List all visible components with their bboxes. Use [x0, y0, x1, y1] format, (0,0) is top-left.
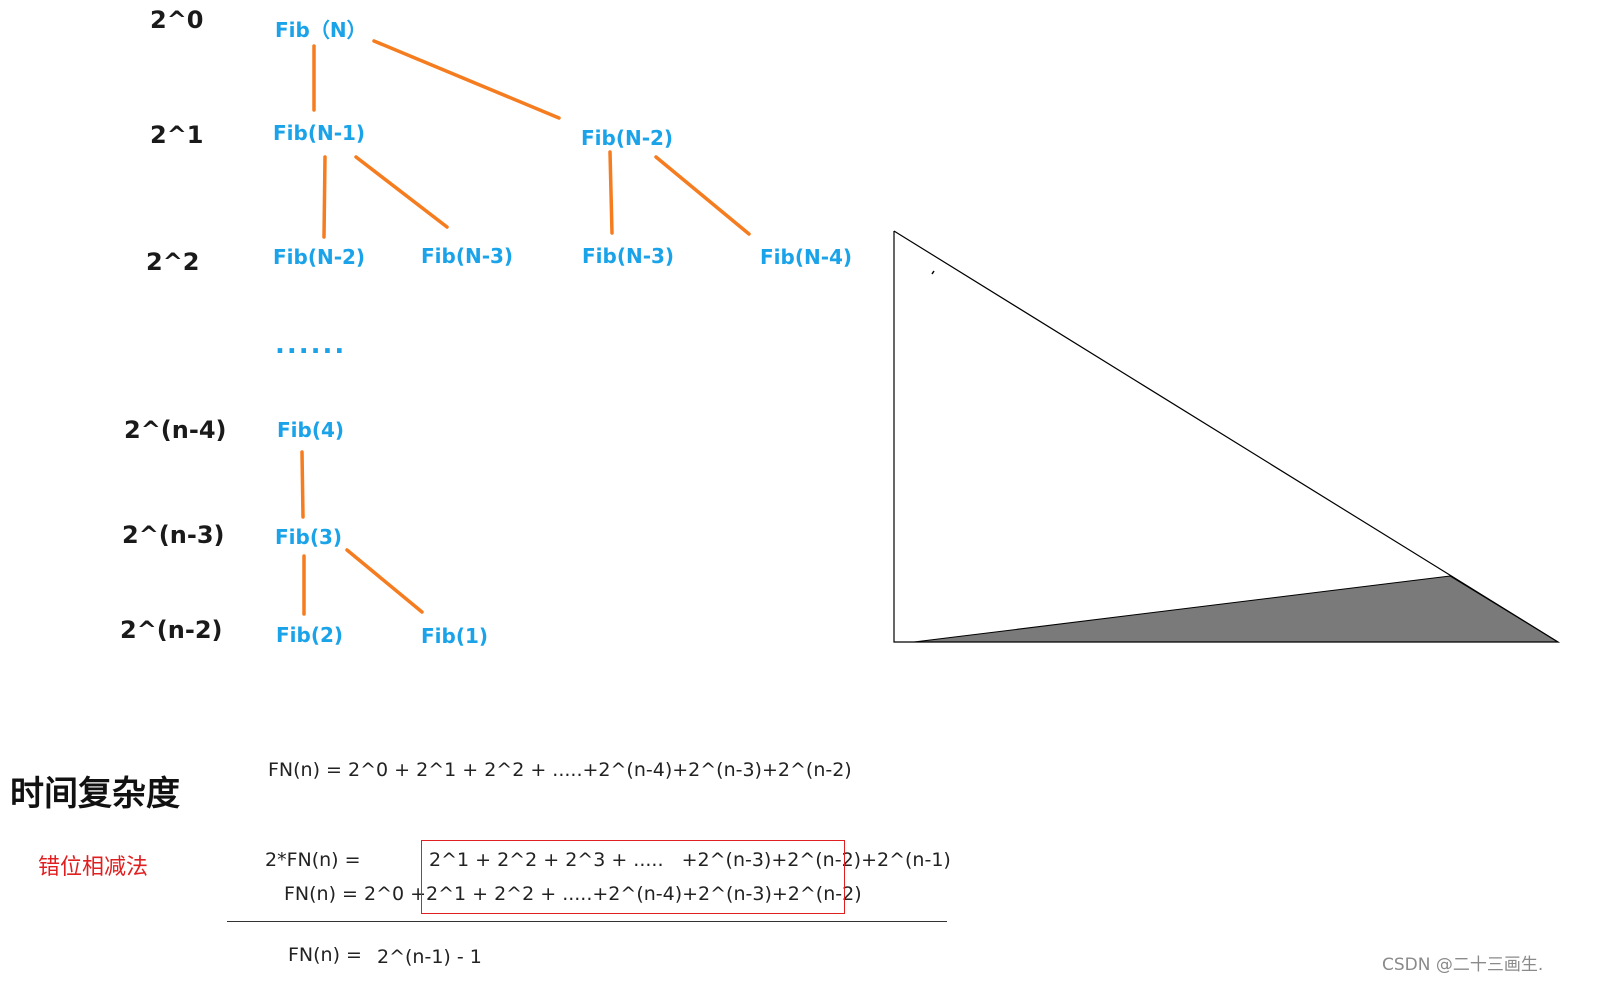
- section-heading: 时间复杂度: [10, 774, 180, 814]
- level-label-2-n4: 2^(n-4): [124, 416, 227, 444]
- node-fib-4: Fib(4): [277, 418, 345, 442]
- node-fib-n: Fib（N）: [275, 18, 367, 42]
- edge-fibn1-fibn3: [354, 155, 449, 229]
- node-fib-2: Fib(2): [276, 623, 344, 647]
- method-label: 错位相减法: [38, 855, 149, 880]
- edge-fib4-fib3: [300, 450, 305, 519]
- tree-ellipsis: ......: [275, 330, 347, 360]
- node-fib-1: Fib(1): [421, 624, 489, 648]
- formula-result-value: 2^(n-1) - 1: [377, 946, 482, 968]
- formula-double-label: 2*FN(n) =: [265, 849, 361, 871]
- aligned-terms-box: [421, 840, 845, 914]
- triangle-tick-mark: [931, 270, 935, 275]
- edge-fibn2-fibn3: [608, 150, 614, 235]
- node-fib-n-2-left: Fib(N-2): [273, 245, 366, 269]
- triangle-shaded-region: [913, 575, 1560, 643]
- level-label-2-n2: 2^(n-2): [120, 616, 223, 644]
- formula-fn-terms: 2^1 + 2^2 + .....+2^(n-4)+2^(n-3)+2^(n-2…: [426, 883, 862, 905]
- triangle-outline: [893, 230, 1561, 643]
- edge-fibn1-fibn2: [322, 155, 327, 239]
- formula-result-label: FN(n) =: [288, 944, 362, 966]
- subtraction-line: [227, 921, 947, 922]
- node-fib-n-1: Fib(N-1): [273, 121, 366, 145]
- formula-fn-label: FN(n) = 2^0 +: [284, 883, 427, 905]
- node-fib-n-3-right: Fib(N-3): [582, 244, 675, 268]
- formula-fn-sum: FN(n) = 2^0 + 2^1 + 2^2 + .....+2^(n-4)+…: [268, 759, 852, 781]
- level-label-2-n3: 2^(n-3): [122, 521, 225, 549]
- level-label-2-0: 2^0: [150, 6, 204, 34]
- edge-fibn-fibn2: [372, 39, 561, 120]
- edge-fibn2-fibn4: [654, 155, 751, 236]
- level-label-2-2: 2^2: [146, 248, 200, 276]
- level-label-2-1: 2^1: [150, 121, 204, 149]
- formula-double-terms: 2^1 + 2^2 + 2^3 + ..... +2^(n-3)+2^(n-2)…: [429, 849, 951, 871]
- watermark: CSDN @二十三画生.: [1382, 955, 1544, 975]
- edge-fib3-fib1: [345, 548, 424, 614]
- node-fib-n-3-left: Fib(N-3): [421, 244, 514, 268]
- node-fib-3: Fib(3): [275, 525, 343, 549]
- node-fib-n-4: Fib(N-4): [760, 245, 853, 269]
- node-fib-n-2: Fib(N-2): [581, 126, 674, 150]
- triangle-figure: [893, 230, 1561, 643]
